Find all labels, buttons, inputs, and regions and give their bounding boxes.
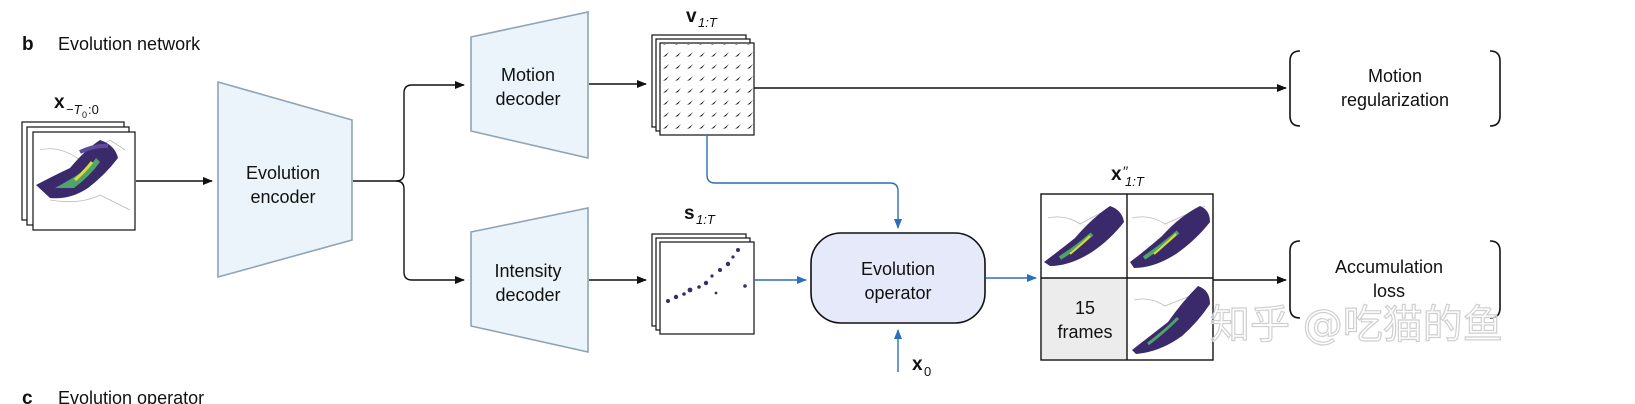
panel-c-letter: c	[22, 388, 33, 404]
v-label: v 1:T	[686, 6, 718, 30]
s-label: s 1:T	[684, 203, 716, 227]
input-x-letter: x	[54, 92, 65, 113]
encoder-label-line2: encoder	[250, 187, 315, 207]
frames-count-number: 15	[1075, 298, 1095, 318]
v-subscript: 1:T	[698, 15, 718, 30]
output-frame-1	[1044, 206, 1124, 266]
panel-c-title: Evolution operator	[58, 388, 204, 404]
xpp-label: x ′′ 1:T	[1111, 163, 1145, 189]
input-label: x −T 0 :0	[54, 92, 99, 120]
intensity-decoder-label-line1: Intensity	[494, 261, 561, 281]
output-frame-3	[1132, 286, 1210, 354]
motion-regularization-block: Motion regularization	[1289, 50, 1501, 127]
watermark-text: 知乎 @吃猫的鱼	[1210, 302, 1503, 348]
operator-label-line1: Evolution	[861, 259, 935, 279]
motion-decoder-block: Motion decoder	[470, 11, 589, 160]
panel-b-letter: b	[22, 34, 34, 55]
x0-label: x 0	[912, 354, 931, 379]
motion-field-stack	[651, 34, 755, 136]
accumulation-loss-block: Accumulation loss	[1289, 240, 1501, 319]
evolution-encoder-block: Evolution encoder	[217, 80, 353, 279]
encoder-label-line1: Evolution	[246, 163, 320, 183]
motion-regularization-label-line1: Motion	[1368, 66, 1422, 86]
arrow-encoder-split	[353, 81, 465, 284]
xpp-subscript: 1:T	[1125, 174, 1145, 189]
xpp-prime: ′′	[1123, 163, 1129, 179]
s-letter: s	[684, 203, 695, 224]
input-radar-map	[32, 131, 136, 231]
motion-vector-field	[661, 44, 753, 134]
intensity-decoder-label-line2: decoder	[495, 285, 560, 305]
s-subscript: 1:T	[696, 212, 716, 227]
frames-count-cell	[1042, 278, 1127, 359]
input-frame-stack	[21, 121, 136, 231]
x0-letter: x	[912, 354, 923, 375]
motion-regularization-label-line2: regularization	[1341, 90, 1449, 110]
intensity-stack	[651, 233, 755, 335]
x0-subscript: 0	[924, 364, 931, 379]
v-letter: v	[686, 6, 697, 27]
intensity-decoder-block: Intensity decoder	[470, 207, 589, 353]
accumulation-loss-label-line1: Accumulation	[1335, 257, 1443, 277]
accumulation-loss-label-line2: loss	[1373, 281, 1405, 301]
input-x-subscript: −T	[66, 102, 83, 117]
input-x-subsub: 0	[82, 110, 87, 120]
output-frame-2	[1130, 205, 1210, 268]
output-frames-grid: 15 frames	[1040, 193, 1214, 361]
input-x-tail: :0	[88, 102, 99, 117]
motion-decoder-label-line2: decoder	[495, 89, 560, 109]
xpp-letter: x	[1111, 164, 1122, 185]
motion-decoder-label-line1: Motion	[501, 65, 555, 85]
frames-count-word: frames	[1057, 322, 1112, 342]
arrow-v-to-operator	[706, 136, 902, 229]
evolution-operator-block: Evolution operator	[810, 232, 986, 324]
panel-b-title: Evolution network	[58, 34, 201, 54]
operator-label-line2: operator	[864, 283, 931, 303]
intensity-map	[666, 248, 747, 303]
